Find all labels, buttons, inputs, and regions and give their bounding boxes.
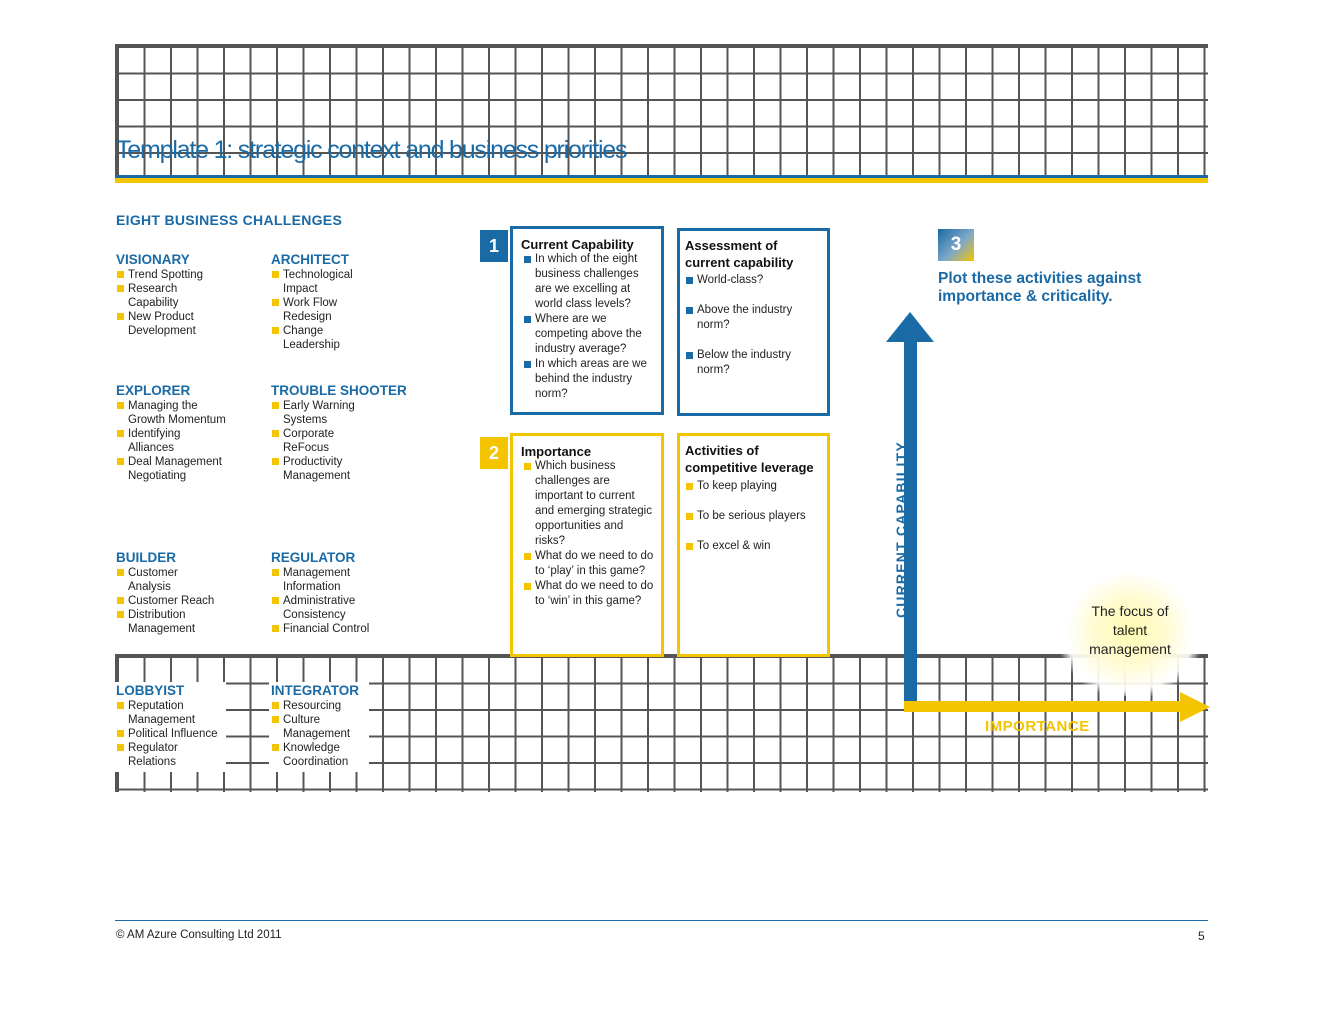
list-item: What do we need to do to ‘win’ in this g… xyxy=(523,579,655,609)
box-title: Activities of competitive leverage xyxy=(685,443,814,475)
category-regulator: REGULATOR Management Information Adminis… xyxy=(271,551,421,636)
capability-axis xyxy=(904,340,917,702)
list-item: Work Flow Redesign xyxy=(271,296,363,324)
capability-axis-label: CURRENT CAPABILITY xyxy=(893,441,909,618)
list-item: In which of the eight business challenge… xyxy=(523,252,655,312)
list-item: Which business challenges are important … xyxy=(523,459,655,549)
integrator-backing xyxy=(269,682,369,772)
importance-axis xyxy=(904,701,1184,712)
list-item: Change Leadership xyxy=(271,324,363,352)
list-item: Above the industry norm? xyxy=(685,303,823,333)
list-item: Early Warning Systems xyxy=(271,399,373,427)
leverage-box: Activities of competitive leverage To ke… xyxy=(677,433,830,657)
list-item: Customer Analysis xyxy=(116,566,208,594)
list-item: Resourcing xyxy=(271,699,421,713)
list-item: New Product Development xyxy=(116,310,228,338)
step-3-badge: 3 xyxy=(938,229,974,261)
list-item: Technological Impact xyxy=(271,268,383,296)
box-title: Importance xyxy=(521,444,592,459)
list-item: Identifying Alliances xyxy=(116,427,208,455)
category-explorer: EXPLORER Managing the Growth Momentum Id… xyxy=(116,384,266,483)
list-item: To excel & win xyxy=(685,539,823,554)
list-item: To be serious players xyxy=(685,509,823,524)
challenges-heading: EIGHT BUSINESS CHALLENGES xyxy=(116,212,343,228)
list-item: Regulator Relations xyxy=(116,741,208,769)
list-item: Where are we competing above the industr… xyxy=(523,312,655,357)
list-item: Distribution Management xyxy=(116,608,228,636)
list-item: Research Capability xyxy=(116,282,208,310)
importance-box: Importance Which business challenges are… xyxy=(510,433,664,657)
list-item: Political Influence xyxy=(116,727,266,741)
list-item: Reputation Management xyxy=(116,699,218,727)
list-item: Knowledge Coordination xyxy=(271,741,363,769)
footer-rule xyxy=(115,920,1208,921)
list-item: Culture Management xyxy=(271,713,363,741)
current-capability-box: Current Capability In which of the eight… xyxy=(510,226,664,415)
list-item: World-class? xyxy=(685,273,823,288)
category-title: INTEGRATOR xyxy=(271,683,360,698)
list-item: Trend Spotting xyxy=(116,268,266,282)
step-2-badge: 2 xyxy=(480,437,508,469)
list-item: Management Information xyxy=(271,566,373,594)
focus-highlight xyxy=(1060,566,1200,696)
step-1-badge: 1 xyxy=(480,230,508,262)
category-architect: ARCHITECT Technological Impact Work Flow… xyxy=(271,253,421,352)
page-title: Template 1: strategic context and busine… xyxy=(116,136,628,164)
category-lobbyist: LOBBYIST Reputation Management Political… xyxy=(116,684,266,769)
list-item: Administrative Consistency xyxy=(271,594,373,622)
list-item: Below the industry norm? xyxy=(685,348,823,378)
focus-label: The focus of talent management xyxy=(1089,603,1171,657)
page-number: 5 xyxy=(1198,929,1205,943)
assessment-box: Assessment of current capability World-c… xyxy=(677,228,830,416)
arrow-up-icon xyxy=(886,312,934,342)
list-item: Customer Reach xyxy=(116,594,266,608)
list-item: Managing the Growth Momentum xyxy=(116,399,228,427)
category-title: BUILDER xyxy=(116,550,176,565)
title-rule-yellow xyxy=(115,178,1208,183)
plot-instruction: Plot these activities against importance… xyxy=(938,270,1142,305)
category-trouble-shooter: TROUBLE SHOOTER Early Warning Systems Co… xyxy=(271,384,421,483)
category-visionary: VISIONARY Trend Spotting Research Capabi… xyxy=(116,253,266,338)
list-item: Corporate ReFocus xyxy=(271,427,353,455)
category-integrator: INTEGRATOR Resourcing Culture Management… xyxy=(271,684,421,769)
list-item: Productivity Management xyxy=(271,455,363,483)
category-title: LOBBYIST xyxy=(116,683,185,698)
lobbyist-backing xyxy=(114,682,226,772)
list-item: Financial Control xyxy=(271,622,421,636)
list-item: What do we need to do to ‘play’ in this … xyxy=(523,549,655,579)
copyright: © AM Azure Consulting Ltd 2011 xyxy=(116,929,282,941)
arrow-right-icon xyxy=(1180,692,1210,722)
list-item: In which areas are we behind the industr… xyxy=(523,357,655,402)
grid-top xyxy=(115,44,1208,180)
list-item: Deal Management Negotiating xyxy=(116,455,228,483)
category-title: VISIONARY xyxy=(116,252,190,267)
box-title: Assessment of current capability xyxy=(685,238,794,270)
box-title: Current Capability xyxy=(521,237,634,252)
title-rule-blue xyxy=(115,175,1208,178)
category-builder: BUILDER Customer Analysis Customer Reach… xyxy=(116,551,266,636)
importance-axis-label: IMPORTANCE xyxy=(985,718,1090,735)
category-title: EXPLORER xyxy=(116,383,191,398)
category-title: REGULATOR xyxy=(271,550,356,565)
category-title: TROUBLE SHOOTER xyxy=(271,383,407,398)
list-item: To keep playing xyxy=(685,479,823,494)
category-title: ARCHITECT xyxy=(271,252,349,267)
